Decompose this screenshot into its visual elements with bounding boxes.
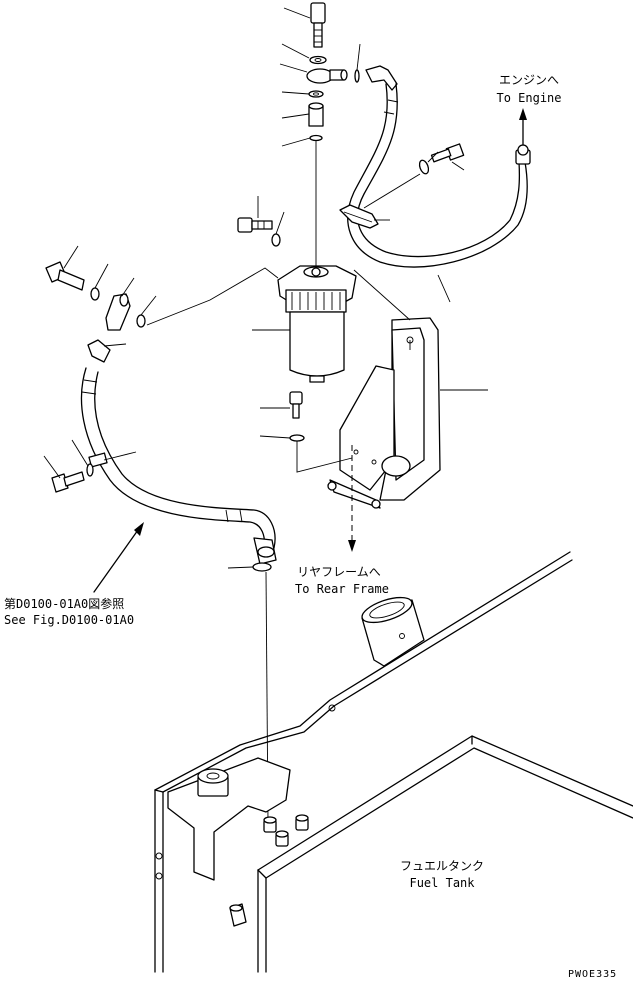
left-fuel-hose	[80, 339, 276, 551]
fuel-filter	[277, 265, 357, 383]
left-clamp-bolt	[51, 471, 85, 493]
engine-end-fitting	[515, 144, 531, 165]
bracket-washer	[289, 434, 305, 442]
fuel-tank	[154, 551, 633, 973]
tank-o-ring	[252, 562, 272, 572]
upper-fuel-hose	[347, 65, 528, 268]
tank-fitting-3	[275, 830, 289, 847]
to-engine-label-jp: エンジンへ	[498, 73, 559, 87]
tank-mount-plate	[167, 757, 291, 881]
see-figure-label-jp: 第D0100-01A0図参照	[4, 597, 125, 611]
left-banjo-fitting	[105, 293, 131, 331]
see-figure-label-en: See Fig.D0100-01A0	[4, 613, 135, 627]
fuel-tank-label-jp: フュエルタンク	[399, 859, 484, 873]
tank-filler-neck	[361, 596, 425, 667]
hose-o-ring	[354, 69, 360, 83]
to-engine-arrow	[519, 108, 527, 146]
tank-fitting-2	[295, 814, 309, 831]
fuel-tank-label-en: Fuel Tank	[409, 876, 475, 890]
banjo-fitting	[306, 68, 348, 84]
to-rear-frame-label-en: To Rear Frame	[295, 582, 389, 596]
top-banjo-bolt	[310, 2, 326, 48]
left-washer-1	[90, 287, 100, 301]
hose-clamp	[339, 204, 379, 229]
to-engine-label-en: To Engine	[496, 91, 562, 105]
callout-leaders	[43, 7, 488, 569]
top-spacer-sleeve	[308, 102, 324, 127]
filter-mount-bolt	[237, 217, 273, 233]
clamp-washer	[418, 159, 430, 175]
left-hose-clamp	[88, 452, 108, 468]
drawing-code: PWOE335	[568, 969, 618, 980]
filter-mount-washer	[271, 233, 281, 247]
filter-bracket	[327, 317, 441, 509]
to-rear-frame-label-jp: リヤフレームへ	[297, 565, 381, 579]
bracket-bolt-leader	[296, 441, 353, 473]
to-rear-frame-arrow	[348, 445, 356, 552]
left-washer-2	[136, 314, 146, 328]
bracket-bolt	[289, 391, 303, 419]
tank-end-elbow	[253, 537, 277, 565]
top-gasket	[309, 134, 323, 142]
tank-fitting-1	[263, 816, 277, 833]
clamp-bolt	[430, 143, 465, 163]
left-leader-to-filter	[146, 267, 279, 326]
left-clamp-washer	[86, 463, 94, 477]
top-washer-lower	[308, 90, 324, 98]
see-figure-arrow	[93, 522, 144, 593]
top-washer-upper	[309, 55, 327, 65]
left-banjo-bolt	[45, 261, 85, 291]
